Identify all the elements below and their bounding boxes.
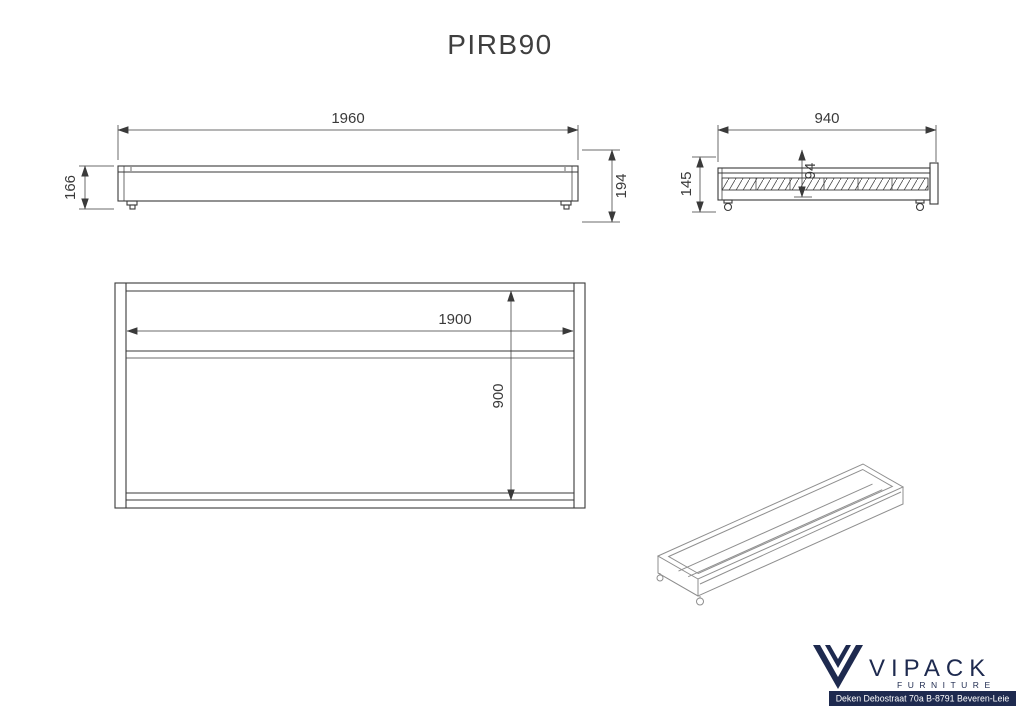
front-view-dim-width: 1960 — [117, 110, 579, 160]
top-view: 1900 900 — [114, 282, 586, 509]
side-view-dim-height-left: 145 — [678, 156, 716, 213]
isometric-caster-left — [656, 573, 664, 582]
front-view-foot-left — [126, 200, 138, 210]
side-view-body — [717, 162, 939, 212]
front-view: 1960 — [62, 110, 630, 223]
side-view-slats — [721, 177, 929, 191]
drawing-title: PIRB90 — [447, 29, 553, 60]
side-view-caster-right — [915, 199, 925, 212]
vipack-logo: VIPACK FURNITURE Deken Debostraat 70a B-… — [813, 645, 1016, 706]
top-length-label: 1900 — [438, 311, 471, 328]
front-view-body — [117, 165, 579, 210]
side-view: 940 — [678, 110, 939, 213]
side-height-inner-label: 94 — [802, 163, 819, 180]
isometric-view — [656, 463, 905, 606]
brand-subtitle: FURNITURE — [897, 680, 996, 690]
top-depth-label: 900 — [490, 383, 507, 408]
front-height-right-label: 194 — [613, 173, 630, 198]
front-view-dim-height-right: 194 — [582, 149, 630, 223]
side-width-label: 940 — [814, 110, 839, 127]
front-height-left-label: 166 — [62, 175, 79, 200]
top-view-dim-length: 1900 — [126, 311, 574, 335]
address-bar: Deken Debostraat 70a B-8791 Beveren-Leie — [829, 691, 1016, 706]
front-width-label: 1960 — [331, 110, 364, 127]
front-view-foot-right — [560, 200, 572, 210]
address-text: Deken Debostraat 70a B-8791 Beveren-Leie — [836, 694, 1010, 704]
top-view-dim-depth: 900 — [490, 290, 515, 501]
isometric-caster-front — [696, 596, 704, 606]
side-view-dim-height-inner: 94 — [794, 149, 819, 198]
side-view-dim-width: 940 — [717, 110, 937, 162]
side-height-left-label: 145 — [678, 171, 695, 196]
brand-name: VIPACK — [869, 655, 991, 682]
top-view-body — [114, 282, 586, 509]
isometric-drawer-body — [656, 463, 905, 597]
front-view-dim-height-left: 166 — [62, 165, 114, 210]
vipack-logo-mark — [813, 645, 863, 689]
side-view-caster-left — [723, 199, 733, 212]
